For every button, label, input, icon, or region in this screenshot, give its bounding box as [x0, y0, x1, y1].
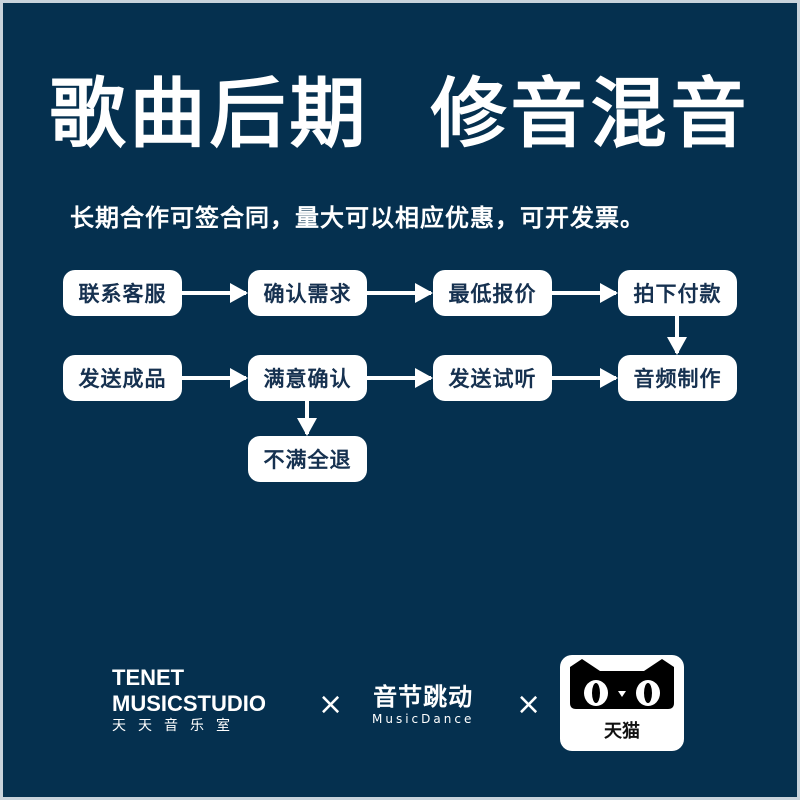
step-lowest-quote: 最低报价	[433, 270, 552, 316]
step-send-product: 发送成品	[63, 355, 182, 401]
studio-name-cn: 天天音乐室	[112, 718, 242, 734]
step-send-preview: 发送试听	[433, 355, 552, 401]
arrow-down-icon	[297, 401, 317, 436]
step-contact-service: 联系客服	[63, 270, 182, 316]
subtitle: 长期合作可签合同，量大可以相应优惠，可开发票。	[70, 204, 645, 232]
tmall-name: 天猫	[604, 721, 640, 742]
step-place-order: 拍下付款	[618, 270, 737, 316]
arrow-right-icon	[552, 368, 618, 388]
arrow-right-icon	[367, 368, 433, 388]
times-icon: ×	[516, 687, 542, 722]
arrow-right-icon	[182, 283, 248, 303]
arrow-right-icon	[182, 368, 248, 388]
step-confirm-requirements: 确认需求	[248, 270, 367, 316]
arrow-right-icon	[552, 283, 618, 303]
step-full-refund: 不满全退	[248, 436, 367, 482]
times-icon: ×	[318, 687, 344, 722]
page-title: 歌曲后期 修音混音	[49, 69, 751, 158]
studio-name-line2: MUSICSTUDIO	[112, 691, 266, 716]
arrow-right-icon	[367, 283, 433, 303]
tenet-studio-logo: TENET MUSICSTUDIO 天天音乐室	[112, 665, 266, 735]
musicdance-cn: 音节跳动	[373, 683, 474, 711]
musicdance-en: MusicDance	[372, 712, 475, 726]
studio-name-line1: TENET	[112, 665, 185, 690]
step-audio-production: 音频制作	[618, 355, 737, 401]
musicdance-logo: 音节跳动 MusicDance	[372, 683, 474, 727]
tmall-cat-icon	[570, 659, 674, 709]
tmall-logo: 天猫	[560, 655, 684, 751]
step-satisfaction-confirm: 满意确认	[248, 355, 367, 401]
arrow-down-icon	[667, 316, 687, 355]
